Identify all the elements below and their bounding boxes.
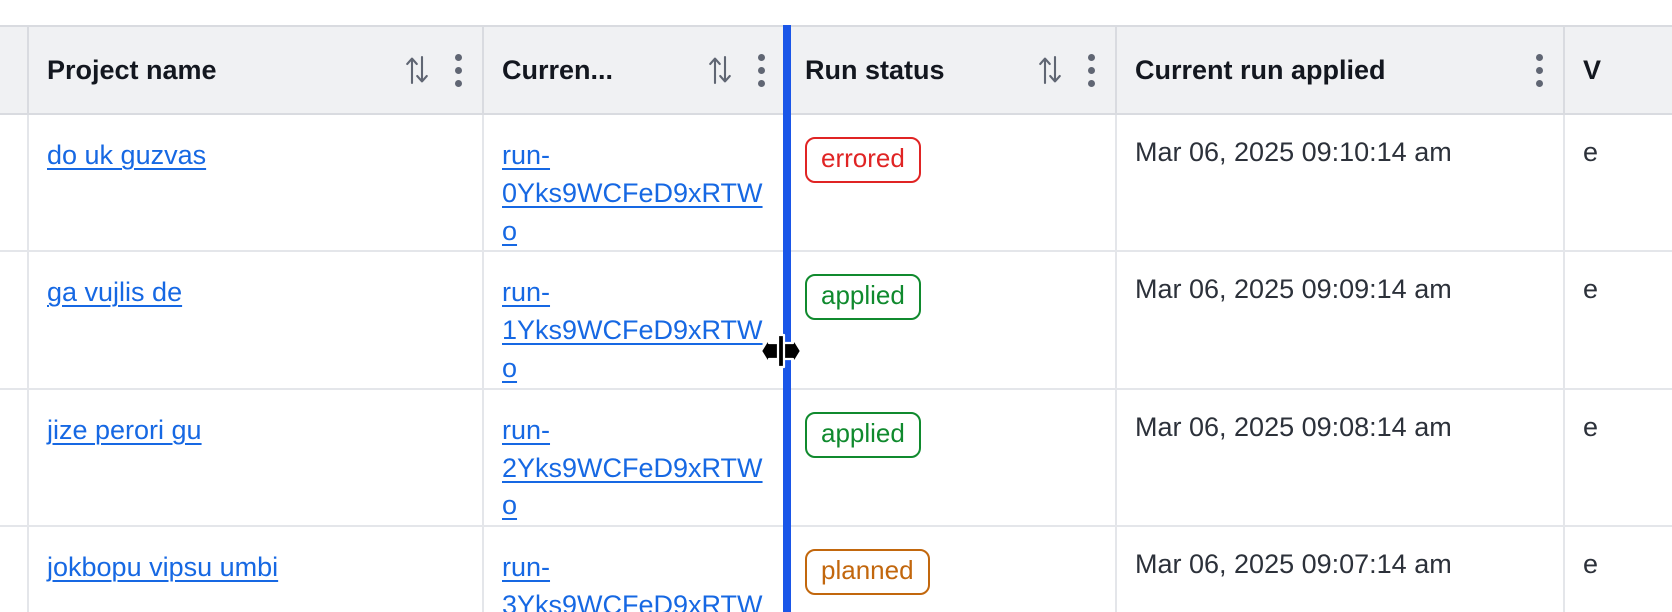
run-link[interactable]: run-0Yks9WCFeD9xRTWo [502,140,763,246]
row-selection-cell[interactable] [0,388,29,528]
status-badge: errored [805,137,921,183]
project-link[interactable]: do uk guzvas [47,140,207,170]
column-header-run-status[interactable]: Run status [786,25,1117,115]
table-row[interactable]: jokbopu vipsu umbi run-3Yks9WCFeD9xRTWo … [0,526,1672,612]
project-link[interactable]: ga vujlis de [47,277,183,308]
kebab-menu-icon[interactable] [755,52,767,89]
sort-icon[interactable] [1037,53,1063,87]
table-row[interactable]: ga vujlis de run-1Yks9WCFeD9xRTWo applie… [0,251,1672,390]
run-link[interactable]: run-2Yks9WCFeD9xRTWo [502,414,763,521]
cell-current-run: run-1Yks9WCFeD9xRTWo [483,251,787,390]
project-link[interactable]: jokbopu vipsu umbi [47,552,279,583]
cell-version: e [1564,526,1672,612]
row-selection-cell[interactable] [0,251,29,390]
cell-run-status: planned [786,526,1117,612]
cell-run-status: applied [786,251,1117,390]
cell-version: e [1564,114,1672,253]
cell-project-name: ga vujlis de [28,251,484,390]
status-badge: planned [805,549,930,596]
cell-current-run-applied: Mar 06, 2025 09:07:14 am [1116,526,1565,612]
cell-current-run: run-3Yks9WCFeD9xRTWo [483,526,787,612]
run-link[interactable]: run-3Yks9WCFeD9xRTWo [502,552,763,612]
cell-current-run-applied: Mar 06, 2025 09:10:14 am [1116,114,1565,253]
table-header: Project name [0,25,1672,115]
kebab-menu-icon[interactable] [1533,52,1545,89]
column-header-version[interactable]: V [1564,25,1672,115]
cell-run-status: applied [786,388,1117,528]
row-selection-header-cell [0,25,29,115]
column-resize-indicator[interactable] [783,25,791,612]
cell-version: e [1564,251,1672,390]
column-header-current-run-applied[interactable]: Current run applied [1116,25,1565,115]
kebab-menu-icon[interactable] [452,52,464,89]
cell-current-run-applied: Mar 06, 2025 09:09:14 am [1116,251,1565,390]
status-badge: applied [805,274,921,321]
project-link[interactable]: jize perori gu [47,414,202,445]
cell-project-name: do uk guzvas [28,114,484,253]
row-selection-cell[interactable] [0,114,29,253]
cell-project-name: jokbopu vipsu umbi [28,526,484,612]
projects-table: Project name [0,25,1672,612]
column-header-project-name[interactable]: Project name [28,25,484,115]
cell-current-run: run-0Yks9WCFeD9xRTWo [483,114,787,253]
kebab-menu-icon[interactable] [1085,52,1097,89]
cell-version: e [1564,388,1672,528]
column-header-current-run[interactable]: Curren... [483,25,787,115]
row-selection-cell[interactable] [0,526,29,612]
cell-project-name: jize perori gu [28,388,484,528]
sort-icon[interactable] [707,53,733,87]
column-header-label-run-status: Run status [805,54,945,85]
column-header-label-project-name: Project name [47,54,217,85]
run-link[interactable]: run-1Yks9WCFeD9xRTWo [502,277,763,383]
column-header-label-current-run: Curren... [502,54,614,85]
table-header-row: Project name [0,25,1672,115]
status-badge: applied [805,411,921,458]
sort-icon[interactable] [404,53,430,87]
cell-current-run: run-2Yks9WCFeD9xRTWo [483,388,787,528]
table-body: do uk guzvas run-0Yks9WCFeD9xRTWo errore… [0,114,1672,612]
column-header-label-version: V [1583,54,1602,85]
cell-current-run-applied: Mar 06, 2025 09:08:14 am [1116,388,1565,528]
column-header-label-current-run-applied: Current run applied [1135,54,1386,85]
cell-run-status: errored [786,114,1117,253]
table-row[interactable]: do uk guzvas run-0Yks9WCFeD9xRTWo errore… [0,114,1672,253]
table-row[interactable]: jize perori gu run-2Yks9WCFeD9xRTWo appl… [0,388,1672,528]
